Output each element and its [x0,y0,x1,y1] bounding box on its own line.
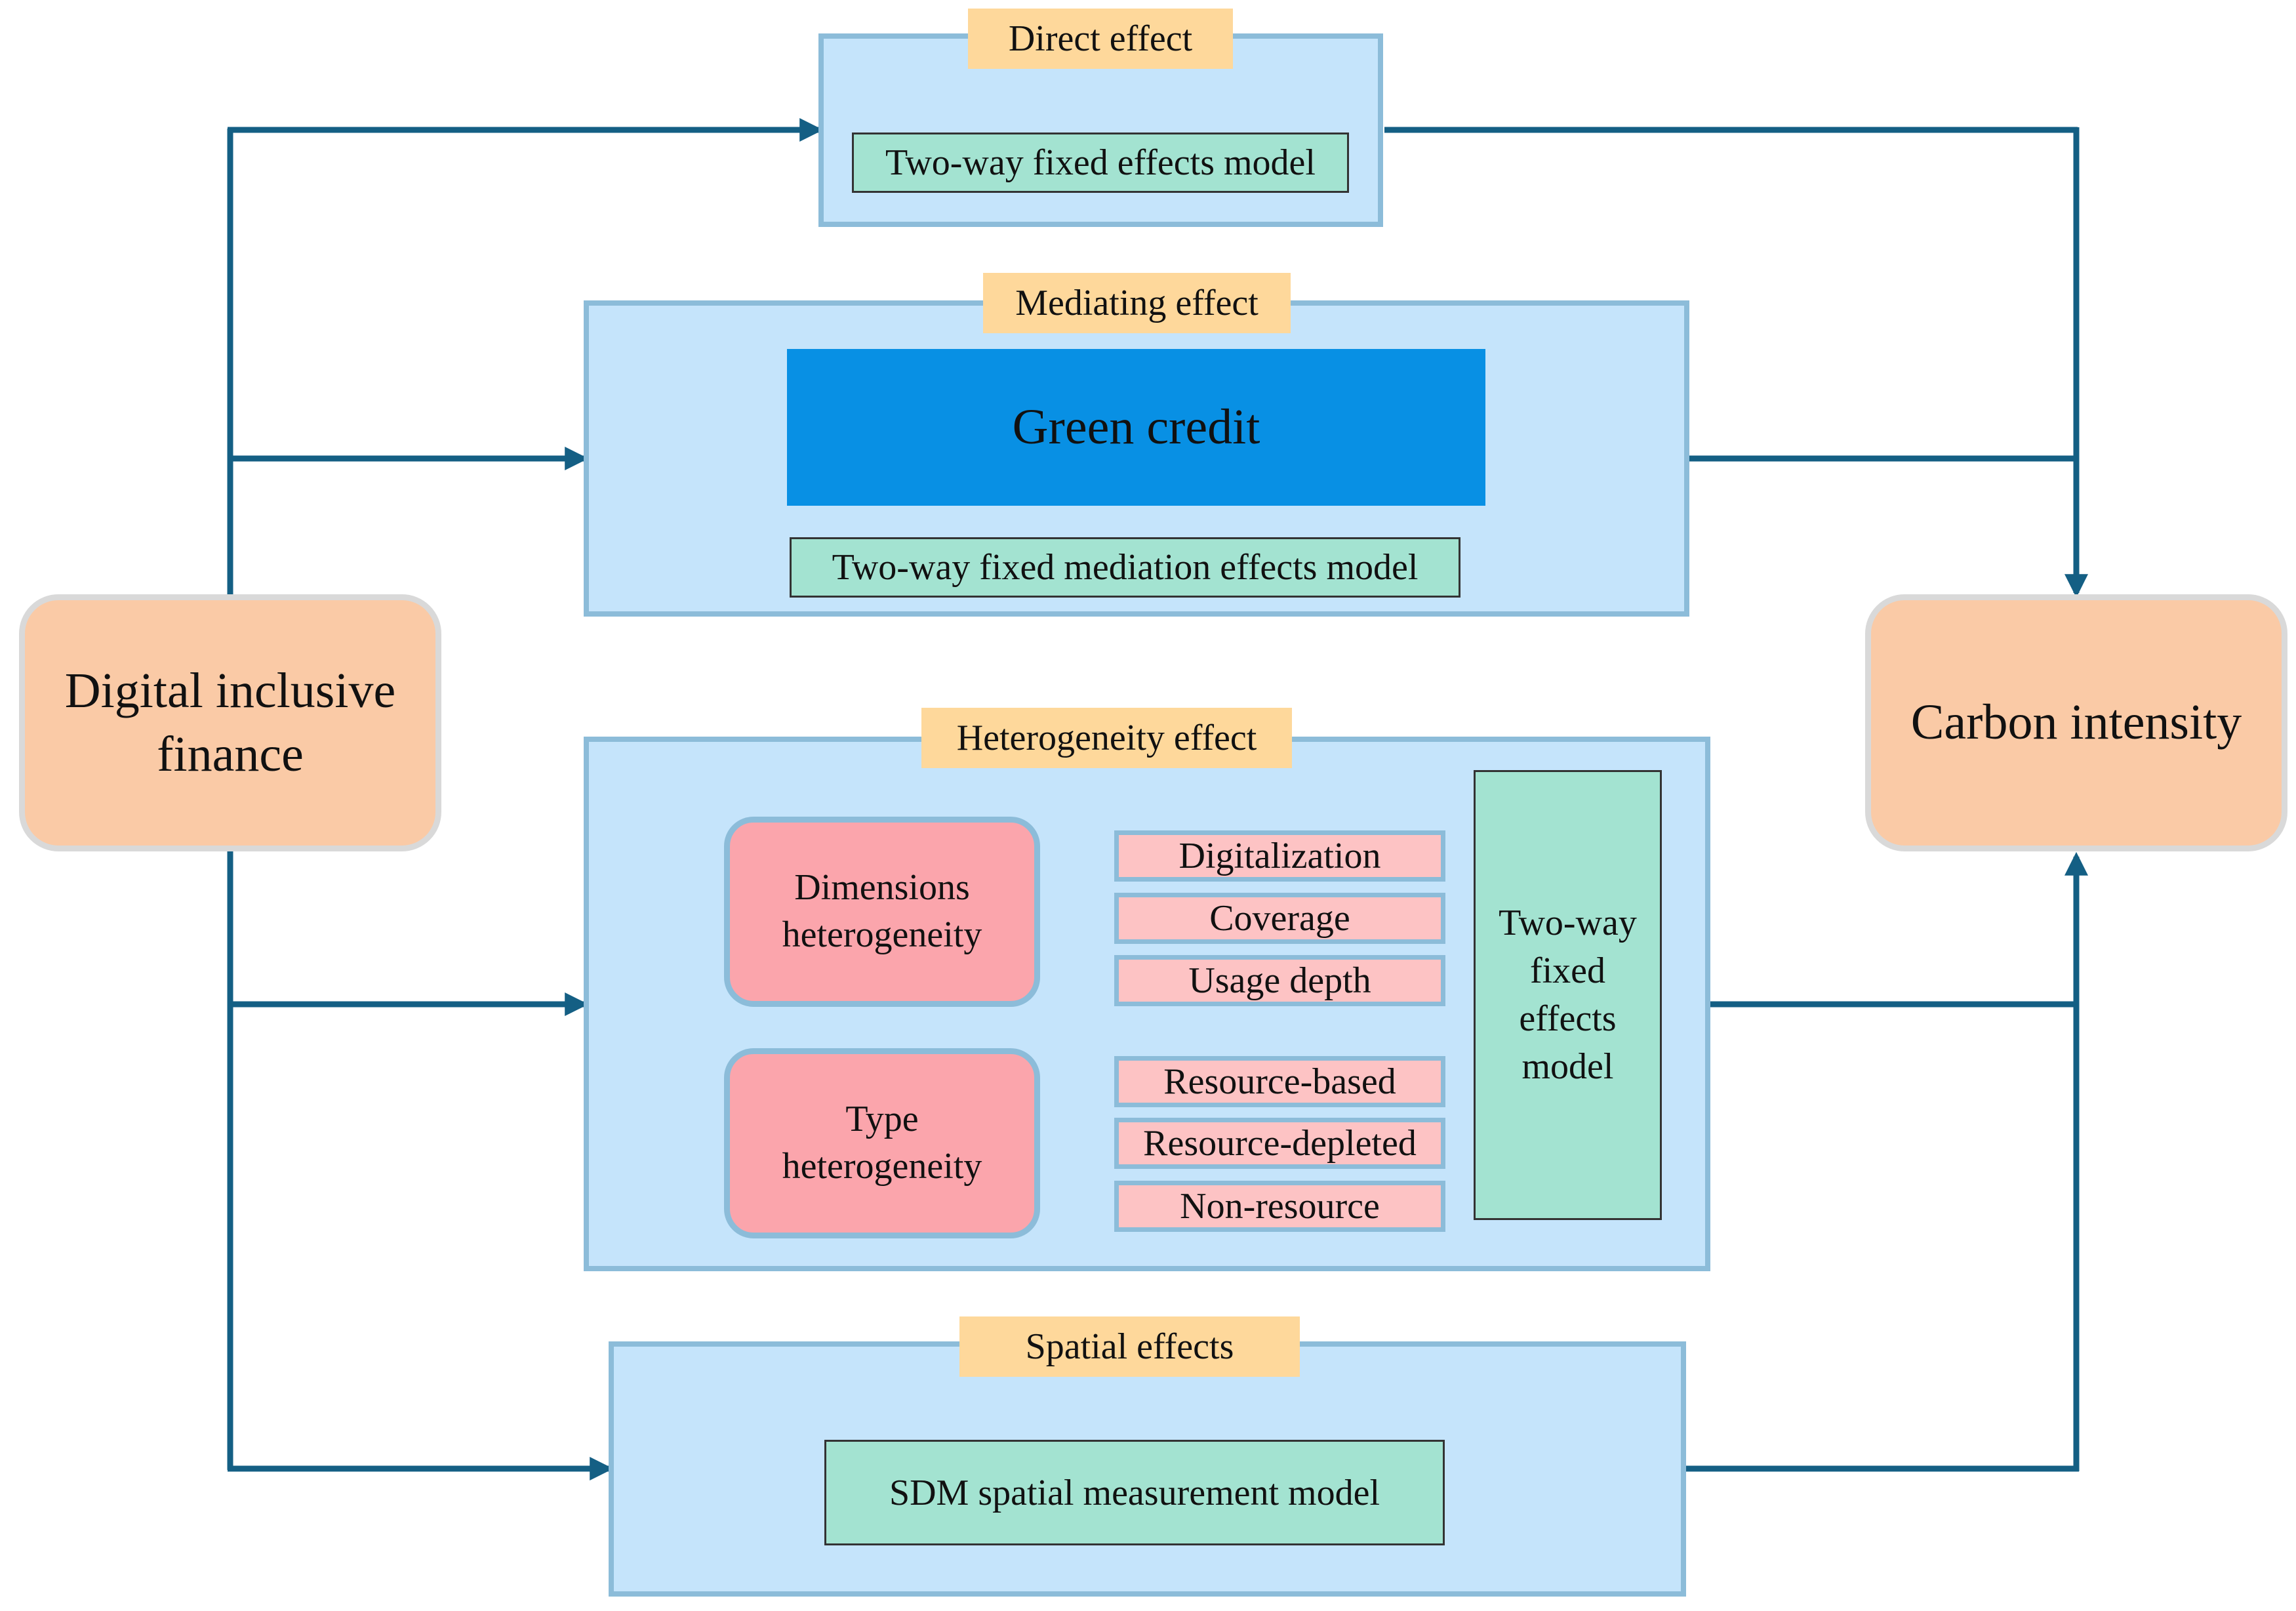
hetero-model-line4: model [1521,1046,1614,1087]
type-item-resource-depleted: Resource-depleted [1114,1118,1445,1169]
carbon-intensity-node: Carbon intensity [1865,594,2287,851]
type-label-line1: Type [845,1099,919,1140]
heterogeneity-effect-tag: Heterogeneity effect [921,708,1292,768]
spatial-effects-model: SDM spatial measurement model [824,1440,1445,1545]
direct-effect-model: Two-way fixed effects model [852,133,1349,193]
dimension-item-digitalization: Digitalization [1114,830,1445,882]
type-item-non-resource: Non-resource [1114,1181,1445,1232]
type-heterogeneity-box: Type heterogeneity [724,1048,1040,1238]
digital-inclusive-finance-node: Digital inclusive finance [19,594,441,851]
type-item-resource-based: Resource-based [1114,1056,1445,1107]
mediating-effect-model: Two-way fixed mediation effects model [790,537,1460,598]
dimensions-label-line1: Dimensions [794,867,970,908]
hetero-model-line2: fixed [1529,950,1606,992]
hetero-model-line3: effects [1519,998,1617,1039]
mediating-effect-tag: Mediating effect [983,273,1291,333]
source-label-line2: finance [157,727,304,782]
direct-effect-tag: Direct effect [968,9,1233,69]
target-label: Carbon intensity [1910,695,2242,750]
green-credit-box: Green credit [787,349,1485,506]
source-label-line1: Digital inclusive [64,663,396,718]
dimension-item-coverage: Coverage [1114,893,1445,944]
type-label-line2: heterogeneity [782,1146,982,1187]
spatial-effects-tag: Spatial effects [959,1316,1300,1377]
dimension-item-usage-depth: Usage depth [1114,955,1445,1006]
dimensions-label-line2: heterogeneity [782,914,982,955]
heterogeneity-effect-model: Two-way fixed effects model [1474,770,1662,1220]
hetero-model-line1: Two-way [1499,903,1637,944]
dimensions-heterogeneity-box: Dimensions heterogeneity [724,817,1040,1007]
